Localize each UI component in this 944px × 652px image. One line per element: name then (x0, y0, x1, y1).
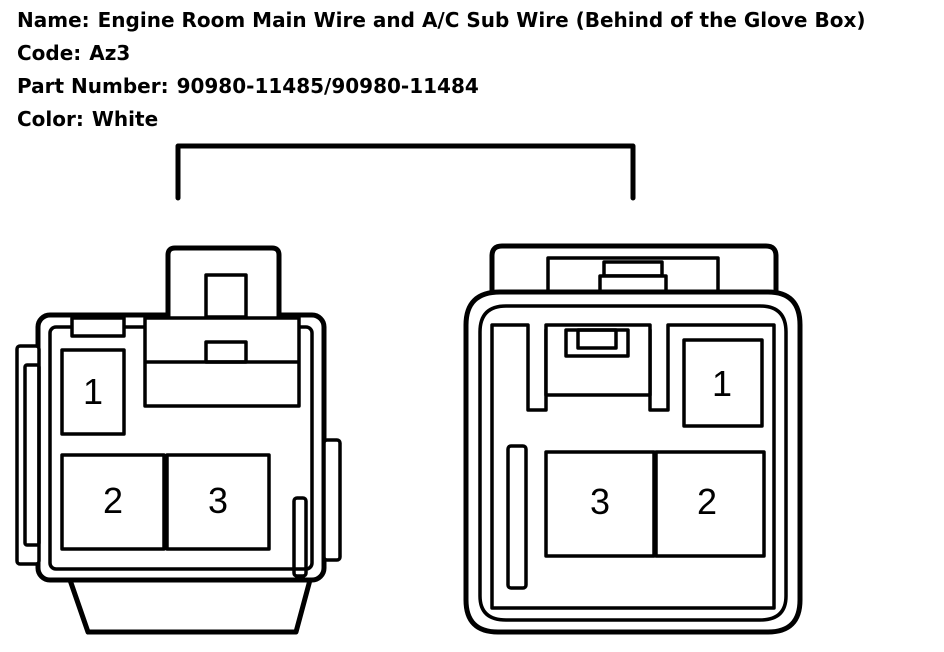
right-key-rib (506, 444, 528, 590)
left-top-tab (70, 316, 126, 338)
color-line: Color: White (17, 103, 865, 136)
left-connector-skirt (67, 577, 313, 635)
right-pin-2-cavity (654, 450, 766, 558)
name-label: Name: (17, 8, 90, 32)
left-key-slot (292, 496, 308, 578)
right-connector-recess (490, 323, 776, 610)
left-side-rib-inner (23, 363, 41, 547)
left-pin-2-cavity (60, 453, 166, 551)
right-hood-lock-top (602, 260, 664, 278)
left-pin-1-label: 1 (83, 371, 103, 412)
right-pin-1-cavity (682, 338, 764, 428)
right-connector-inner (478, 304, 788, 622)
right-connector: 1 3 2 (463, 243, 803, 635)
name-value: Engine Room Main Wire and A/C Sub Wire (… (97, 8, 866, 32)
left-side-rib (15, 344, 41, 566)
left-pin-3-label: 3 (208, 480, 228, 521)
right-latch-seat-lock (576, 328, 618, 350)
left-latch-lock (204, 340, 248, 364)
mating-bracket (175, 143, 636, 201)
code-value: Az3 (89, 41, 131, 65)
code-line: Code: Az3 (17, 37, 865, 70)
right-side-rib (322, 438, 342, 562)
name-line: Name: Engine Room Main Wire and A/C Sub W… (17, 4, 865, 37)
part-number-value: 90980-11485/90980-11484 (176, 74, 479, 98)
left-pin-3-cavity (165, 453, 271, 551)
right-pin-3-cavity (544, 450, 656, 558)
right-pin-3-label: 3 (590, 481, 610, 522)
left-connector: 1 2 3 (15, 245, 342, 635)
code-label: Code: (17, 41, 82, 65)
right-latch-seat (544, 323, 652, 397)
right-pin-1-label: 1 (712, 363, 732, 404)
left-latch (165, 245, 282, 321)
color-value: White (91, 107, 159, 131)
left-pin-2-label: 2 (103, 480, 123, 521)
left-pin-1-cavity (60, 348, 126, 436)
connector-info: Name: Engine Room Main Wire and A/C Sub W… (17, 4, 865, 136)
right-pin-2-label: 2 (697, 481, 717, 522)
part-number-line: Part Number: 90980-11485/90980-11484 (17, 70, 865, 103)
part-number-label: Part Number: (17, 74, 169, 98)
color-label: Color: (17, 107, 84, 131)
